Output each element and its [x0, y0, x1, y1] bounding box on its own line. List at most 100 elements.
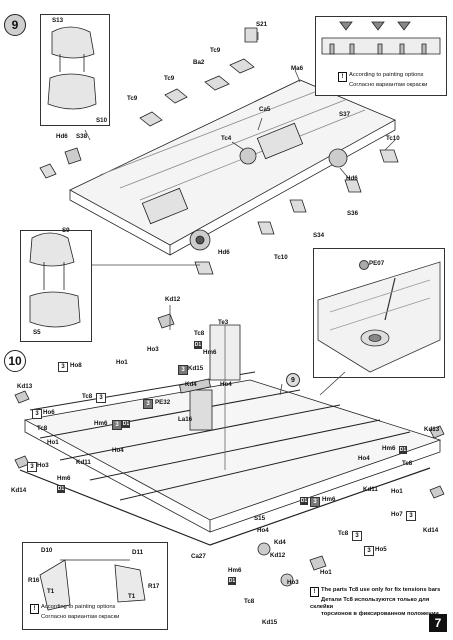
- pe07-badge-icon: [359, 260, 369, 270]
- label-ho1-c: Ho1: [391, 488, 403, 495]
- option-badge-hm6-f: D1: [228, 577, 236, 585]
- label-te3: Te3: [218, 319, 229, 326]
- label-s34: S34: [313, 232, 325, 239]
- qty-badge-tc8-e: 3: [352, 531, 362, 541]
- label-hm6-b: Hm6: [94, 420, 108, 427]
- label-ho3-a: Ho3: [147, 346, 159, 353]
- label-s13: S13: [52, 17, 64, 24]
- page-number: 7: [429, 614, 447, 632]
- step-10-inset-note: !According to painting options Согласно …: [30, 604, 119, 621]
- label-kd12: Kd12: [165, 296, 181, 303]
- label-hm6-f: Hm6: [228, 567, 242, 574]
- label-la16: La16: [178, 416, 193, 423]
- label-s5: S5: [33, 329, 41, 336]
- label-kd4-a: Kd4: [185, 381, 197, 388]
- label-tc10-a: Tc10: [386, 135, 400, 142]
- label-s37: S37: [339, 111, 351, 118]
- label-s10: S10: [96, 117, 108, 124]
- label-ho1-a: Ho1: [116, 359, 128, 366]
- label-s38: S38: [76, 133, 88, 140]
- label-hm6-a: Hm6: [203, 349, 217, 356]
- label-tc8-c: Tc8: [37, 425, 48, 432]
- step-9-note-en: According to painting options: [349, 72, 424, 78]
- label-ho4-a: Ho4: [220, 381, 232, 388]
- label-hd6-b: Hd6: [346, 175, 358, 182]
- label-tc4: Tc4: [221, 135, 232, 142]
- qty-badge-ho6: 3: [32, 409, 42, 419]
- label-tc8-a: Tc8: [194, 330, 205, 337]
- label-kd15-b: Kd15: [262, 619, 278, 626]
- step-9-inset-ma6: [315, 16, 447, 96]
- label-hd6-c: Hd6: [218, 249, 230, 256]
- qty-badge-tc8-b: 3: [96, 393, 106, 403]
- label-ca5: Ca5: [259, 106, 271, 113]
- label-r16: R16: [28, 577, 40, 584]
- label-ho6: Ho6: [43, 409, 55, 416]
- label-kd13-b: Kd13: [424, 426, 440, 433]
- label-hm6-e: Hm6: [322, 496, 336, 503]
- label-ho8: Ho8: [70, 362, 82, 369]
- step-9-note-ru: Согласно вариантам окраски: [349, 82, 428, 88]
- label-tc8-f: Tc8: [244, 598, 255, 605]
- qty-badge-pe32: 3: [143, 399, 153, 409]
- label-hm6-c: Hm6: [57, 475, 71, 482]
- tc8-note-ru1: Детали Tc8 используются только для склей…: [310, 597, 430, 611]
- label-ma6: Ma6: [291, 65, 304, 72]
- option-badge-hm6-a: D1: [194, 341, 202, 349]
- step-10-note-ru: Согласно вариантам окраски: [41, 614, 120, 620]
- qty-badge-kd15: 3: [178, 365, 188, 375]
- label-s21: S21: [256, 21, 268, 28]
- qty-badge-ho3-b: 3: [27, 462, 37, 472]
- label-ca27: Ca27: [191, 553, 206, 560]
- label-d10: D10: [41, 547, 53, 554]
- label-ho1-b: Ho1: [47, 439, 59, 446]
- label-kd13-a: Kd13: [17, 383, 33, 390]
- step-9-number: 9: [4, 14, 26, 36]
- label-kd4-b: Kd4: [274, 539, 286, 546]
- label-pe32: PE32: [155, 399, 171, 406]
- tc8-note: !The parts Tc8 use only for fix tensions…: [310, 587, 453, 619]
- label-tc9-a: Tc9: [210, 47, 221, 54]
- warning-icon: !: [310, 587, 319, 597]
- step-10-note-en: According to painting options: [41, 604, 116, 610]
- label-hm6-d: Hm6: [382, 445, 396, 452]
- label-s15: S15: [254, 515, 266, 522]
- label-t1-b: T1: [128, 593, 136, 600]
- tc8-note-en: The parts Tc8 use only for fix tensions …: [321, 587, 441, 593]
- label-tc8-b: Tc8: [82, 393, 93, 400]
- option-badge-hm6-e: D1: [300, 497, 308, 505]
- label-s36: S36: [347, 210, 359, 217]
- option-badge-hm6-b: D1: [122, 420, 130, 428]
- label-ba2: Ba2: [193, 59, 205, 66]
- reference-step-9-icon: 9: [286, 373, 300, 387]
- label-ho3-c: Ho3: [287, 579, 299, 586]
- label-tc9-b: Tc9: [164, 75, 175, 82]
- label-ho4-d: Ho4: [257, 527, 269, 534]
- label-kd11-a: Kd11: [76, 459, 91, 466]
- label-tc8-d: Tc8: [402, 460, 413, 467]
- qty-badge-ho7: 3: [406, 511, 416, 521]
- label-ho7: Ho7: [391, 511, 403, 518]
- option-badge-hm6-d: D1: [399, 446, 407, 454]
- label-tc9-c: Tc9: [127, 95, 138, 102]
- qty-badge-hm6-b: 3: [112, 420, 122, 430]
- label-r17: R17: [148, 583, 160, 590]
- label-ho4-c: Ho4: [358, 455, 370, 462]
- label-ho5: Ho5: [375, 546, 387, 553]
- qty-badge-hm6-e: 3: [310, 497, 320, 507]
- label-kd11-b: Kd11: [363, 486, 378, 493]
- label-tc8-e: Tc8: [338, 530, 349, 537]
- label-ho3-b: Ho3: [37, 462, 49, 469]
- pe07-label: PE07: [369, 260, 385, 267]
- label-kd12-b: Kd12: [270, 552, 286, 559]
- tc8-note-ru2: торсионов в фиксированном положении: [321, 611, 439, 618]
- option-badge-hm6-c: D1: [57, 485, 65, 493]
